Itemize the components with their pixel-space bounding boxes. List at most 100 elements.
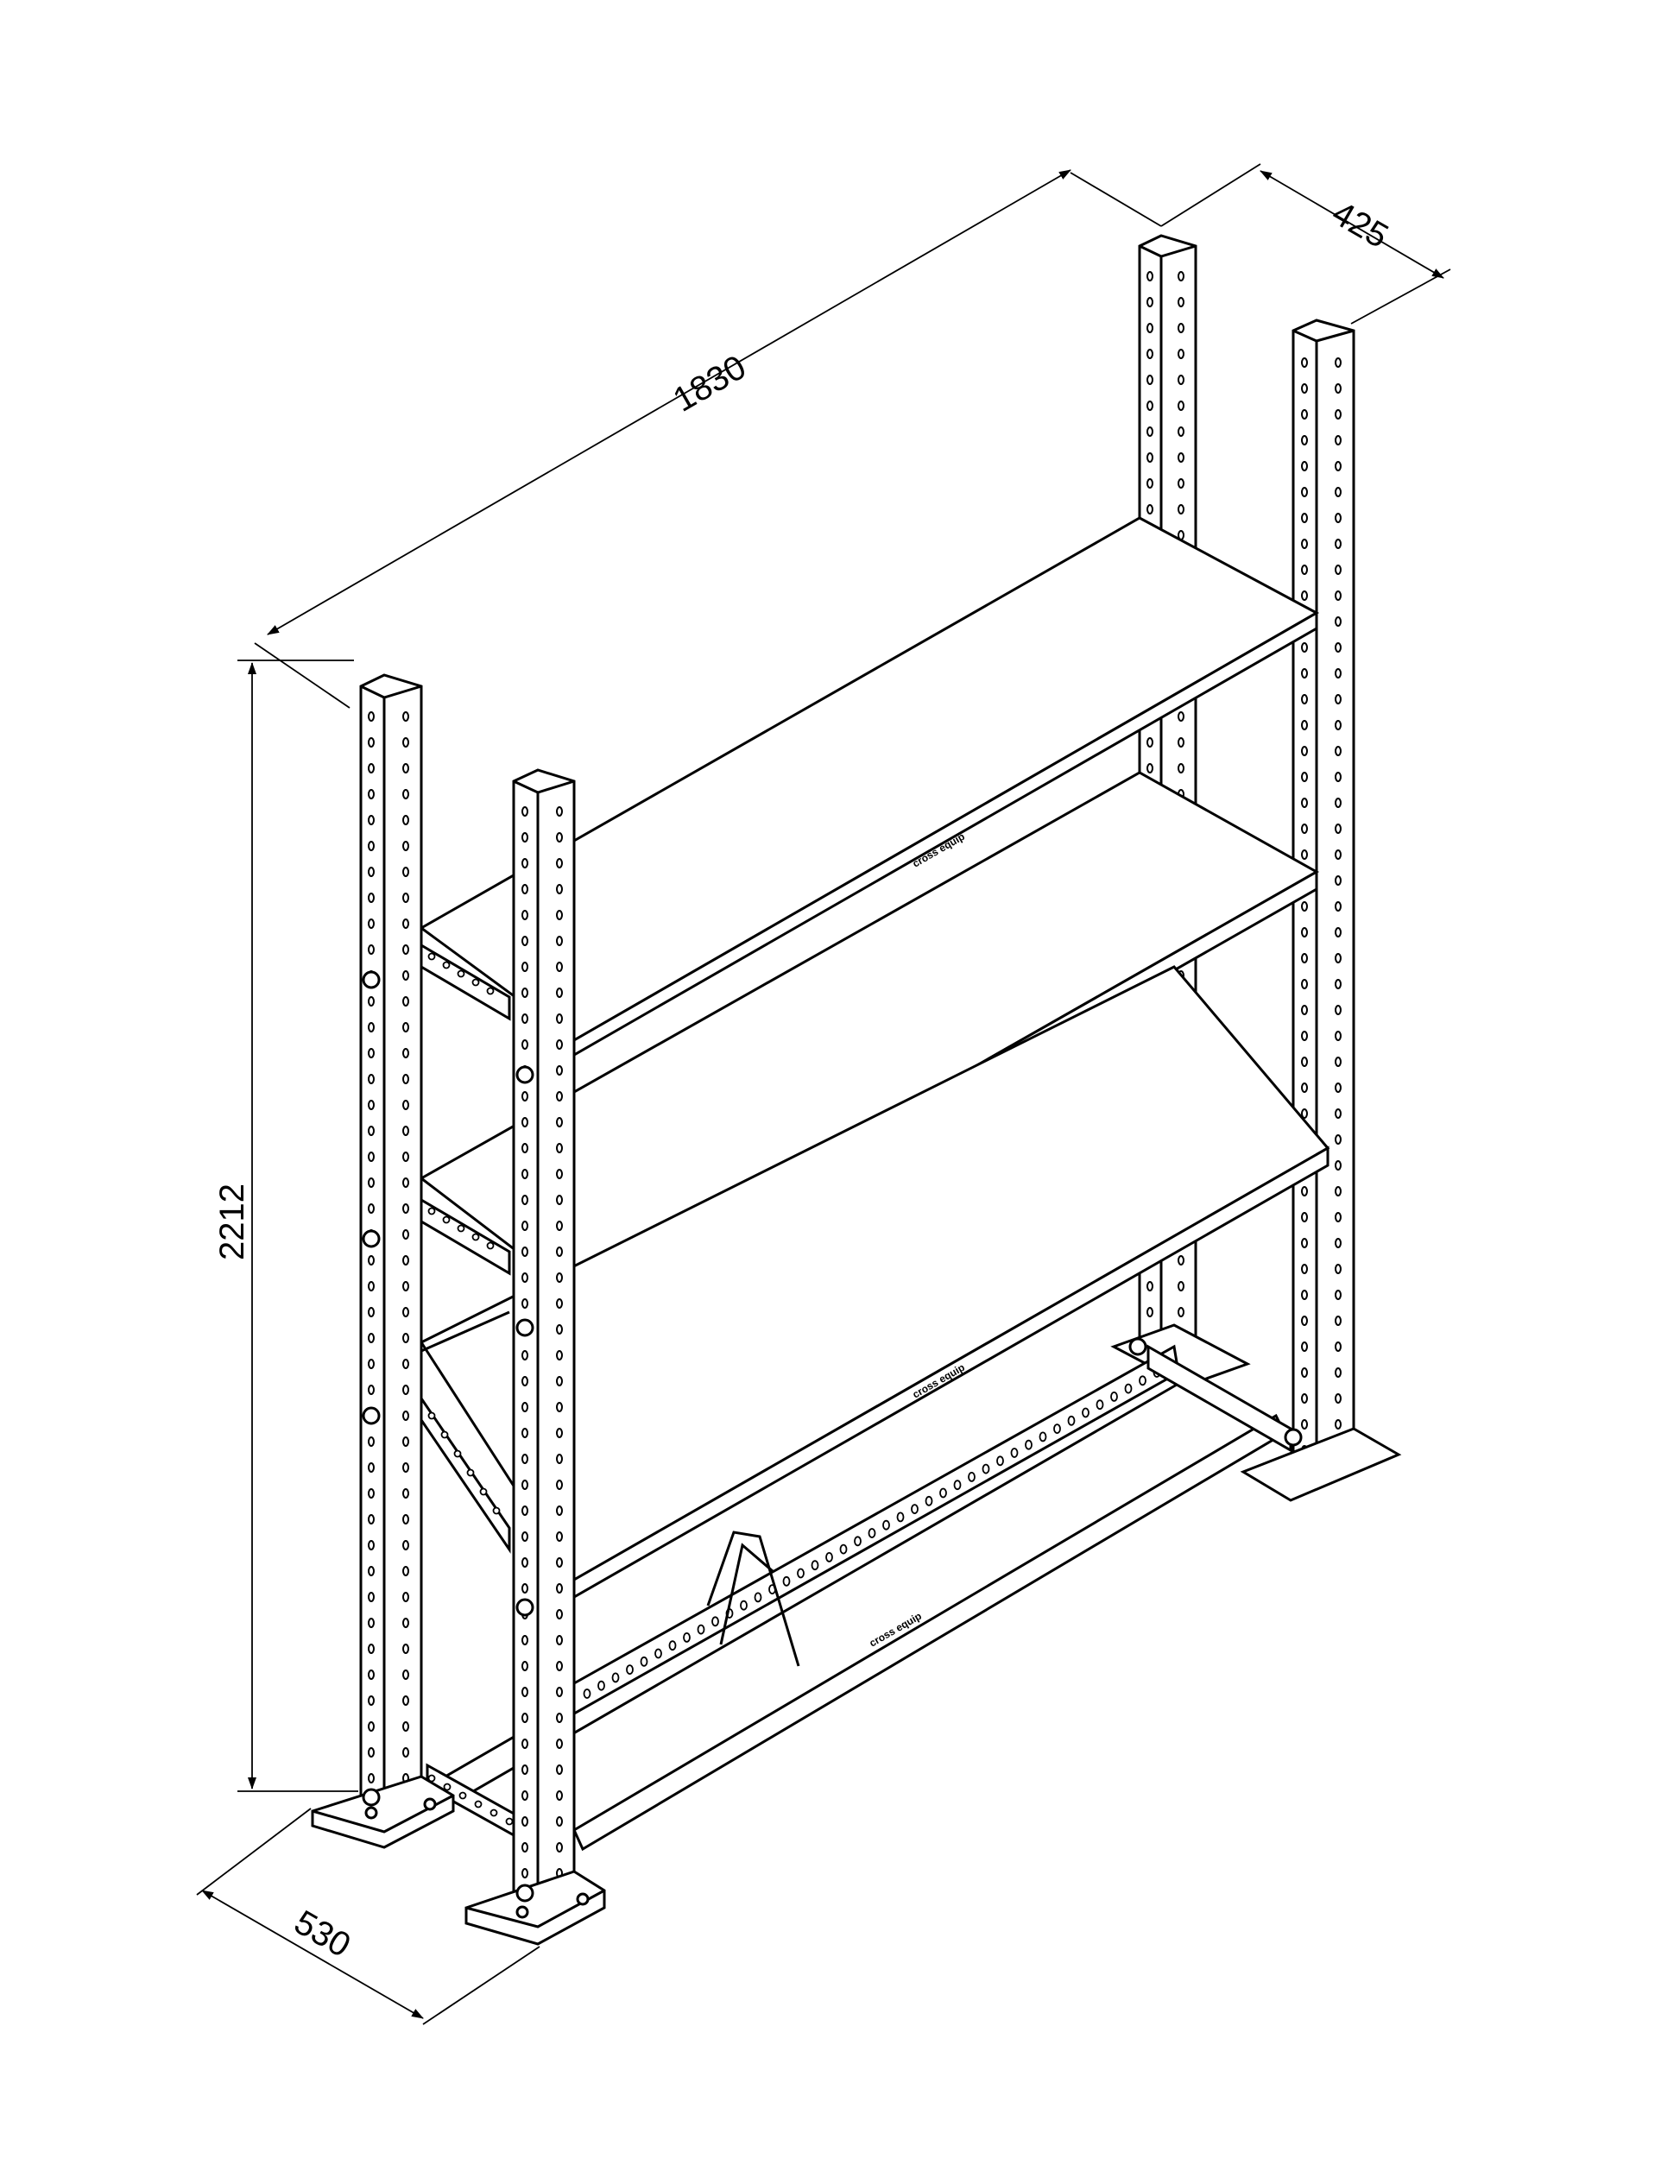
upright-hole bbox=[556, 832, 563, 843]
upright-hole bbox=[1146, 763, 1153, 773]
upright-hole bbox=[368, 1540, 375, 1550]
upright-hole bbox=[521, 1505, 528, 1516]
dimension-height-label: 2212 bbox=[213, 1184, 251, 1260]
upright-hole bbox=[1335, 1212, 1342, 1222]
rail-slot bbox=[982, 1463, 990, 1474]
dimension-width-label: 1830 bbox=[667, 348, 753, 420]
upright-hole bbox=[402, 1126, 409, 1136]
upright-hole bbox=[1335, 875, 1342, 886]
upright-hole bbox=[521, 1764, 528, 1775]
upright-hole bbox=[402, 1074, 409, 1084]
brace-hole bbox=[479, 1487, 488, 1496]
upright-hole bbox=[1301, 590, 1308, 601]
upright-hole bbox=[521, 1713, 528, 1723]
upright-hole bbox=[521, 884, 528, 894]
upright-hole bbox=[368, 1695, 375, 1706]
upright-hole bbox=[521, 962, 528, 972]
upright-hole bbox=[368, 1100, 375, 1110]
upright-hole bbox=[556, 910, 563, 920]
upright-hole bbox=[368, 1618, 375, 1628]
upright-hole bbox=[368, 737, 375, 748]
upright-hole bbox=[556, 1842, 563, 1853]
upright-hole bbox=[402, 996, 409, 1007]
upright-hole bbox=[368, 893, 375, 903]
rail-slot bbox=[1053, 1423, 1061, 1434]
rail-slot bbox=[925, 1495, 933, 1506]
upright-hole bbox=[1335, 539, 1342, 549]
upright-hole bbox=[1301, 1238, 1308, 1248]
upright-hole bbox=[521, 1350, 528, 1360]
rail-slot bbox=[597, 1680, 605, 1691]
upright-hole bbox=[368, 1721, 375, 1732]
upright-hole bbox=[1301, 1057, 1308, 1067]
brace-hole bbox=[457, 1224, 465, 1233]
upright-hole bbox=[402, 1307, 409, 1317]
front-base-plate-left bbox=[311, 1775, 455, 1849]
upright-hole bbox=[1335, 1108, 1342, 1119]
upright-hole bbox=[521, 806, 528, 817]
upright-hole bbox=[1335, 616, 1342, 627]
upright-hole bbox=[556, 1324, 563, 1335]
upright-hole bbox=[556, 1635, 563, 1645]
upright-hole bbox=[556, 1505, 563, 1516]
upright-hole bbox=[1301, 461, 1308, 471]
upright-hole bbox=[402, 1488, 409, 1499]
upright-hole bbox=[1301, 1393, 1308, 1404]
rail-slot bbox=[797, 1568, 805, 1579]
dimension-depth: 425 bbox=[1160, 163, 1451, 325]
upright-hole bbox=[1335, 1290, 1342, 1300]
upright-hole bbox=[556, 1790, 563, 1801]
rail-slot bbox=[911, 1504, 919, 1514]
brace-hole bbox=[427, 952, 436, 961]
upright-hole bbox=[1146, 452, 1153, 463]
upright-hole bbox=[1335, 694, 1342, 704]
upright-hole bbox=[521, 1687, 528, 1697]
upright-hole bbox=[1178, 478, 1184, 489]
upright-hole bbox=[1335, 383, 1342, 394]
dimension-depth-label: 425 bbox=[1326, 194, 1395, 256]
upright-hole bbox=[368, 996, 375, 1007]
upright-hole bbox=[368, 841, 375, 851]
upright-hole bbox=[1301, 1367, 1308, 1378]
upright-hole bbox=[1178, 426, 1184, 437]
upright-hole bbox=[521, 1013, 528, 1024]
upright-hole bbox=[402, 737, 409, 748]
upright-hole bbox=[368, 1514, 375, 1524]
front-base-plate-right bbox=[464, 1870, 606, 1946]
upright-hole bbox=[556, 1247, 563, 1257]
upright-hole bbox=[402, 867, 409, 877]
upright-hole bbox=[1178, 297, 1184, 307]
upright-hole bbox=[1335, 1160, 1342, 1171]
upright-hole bbox=[1335, 1031, 1342, 1041]
rail-slot bbox=[654, 1648, 662, 1659]
rail-slot bbox=[1096, 1399, 1104, 1411]
rail-slot bbox=[939, 1487, 947, 1499]
upright-hole bbox=[521, 1454, 528, 1464]
upright-hole bbox=[368, 1644, 375, 1654]
upright-hole bbox=[1178, 504, 1184, 514]
dimension-height: 2212 bbox=[213, 660, 358, 1792]
upright-hole bbox=[1335, 565, 1342, 575]
upright-hole bbox=[402, 1436, 409, 1447]
upright-hole bbox=[1335, 824, 1342, 834]
upright-hole bbox=[556, 1454, 563, 1464]
upright-hole bbox=[556, 1713, 563, 1723]
brace-hole bbox=[427, 1207, 436, 1215]
upright-hole bbox=[1335, 590, 1342, 601]
rail-slot bbox=[611, 1672, 620, 1683]
rail-slot bbox=[825, 1552, 833, 1562]
rail-slot bbox=[754, 1592, 762, 1603]
brace-hole bbox=[440, 1430, 449, 1439]
upright-hole bbox=[521, 858, 528, 868]
upright-hole bbox=[521, 1868, 528, 1878]
upright-hole bbox=[1178, 452, 1184, 463]
upright-hole bbox=[1335, 1393, 1342, 1404]
upright-hole bbox=[1178, 323, 1184, 333]
upright-hole bbox=[402, 1333, 409, 1343]
upright-hole bbox=[402, 1540, 409, 1550]
rail-slot bbox=[1082, 1407, 1089, 1418]
brace-hole bbox=[474, 1800, 483, 1808]
upright-hole bbox=[556, 1531, 563, 1542]
upright-hole bbox=[1335, 668, 1342, 679]
upright-hole bbox=[368, 1359, 375, 1369]
